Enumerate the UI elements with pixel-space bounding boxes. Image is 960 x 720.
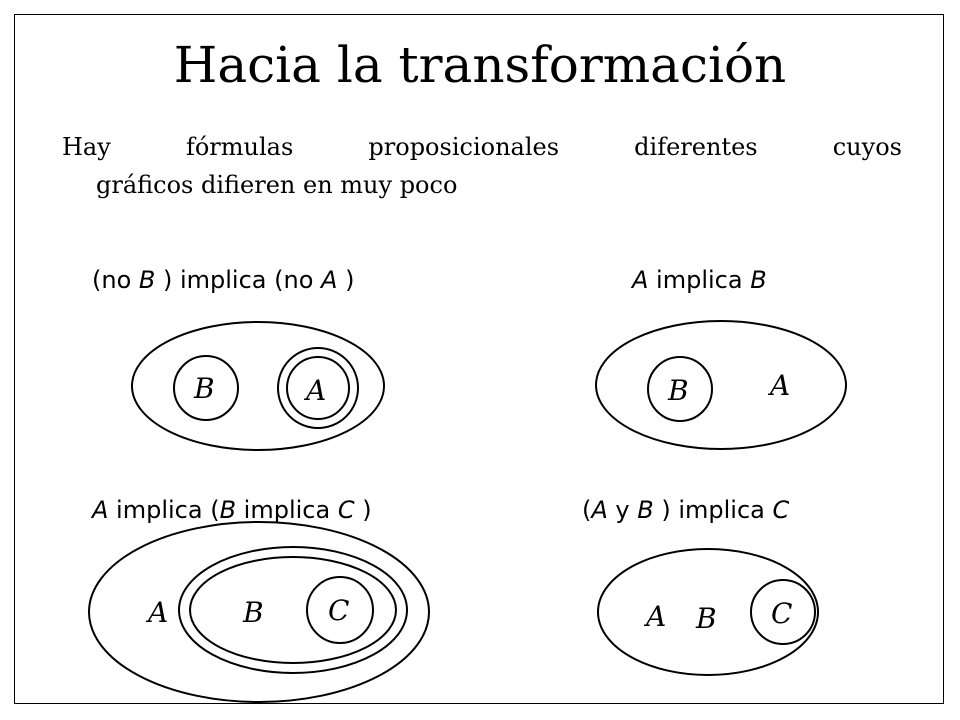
diagram-1-outer-ellipse xyxy=(131,321,385,451)
intro-word: fórmulas xyxy=(185,133,294,161)
diagram-1-circle-a-outer xyxy=(277,347,359,429)
diagram-4-label-b: B xyxy=(695,602,717,635)
diagram-3-middle-ellipse-inner xyxy=(189,556,397,664)
diagram-1-label-b: B xyxy=(193,372,215,405)
diagram-3-outer-ellipse xyxy=(88,521,430,703)
caption-diagram-3: A implica (B implica C ) xyxy=(92,496,372,524)
diagram-1-circle-a-inner xyxy=(286,356,350,420)
diagram-3-circle-c xyxy=(306,576,374,644)
diagram-2-label-b: B xyxy=(667,374,689,407)
intro-word: cuyos xyxy=(832,133,902,161)
slide-frame xyxy=(14,14,944,704)
diagram-3-label-b: B xyxy=(242,596,264,629)
diagram-3-label-a: A xyxy=(145,596,168,629)
caption-diagram-4: (A y B ) implica C xyxy=(582,496,790,524)
diagram-1-label-a: A xyxy=(303,374,326,407)
diagram-4-outer-ellipse xyxy=(597,548,819,676)
caption-diagram-1: (no B ) implica (no A ) xyxy=(92,266,355,294)
intro-paragraph: Hay fórmulas proposicionales diferentes … xyxy=(62,128,902,204)
intro-line-2: gráficos difieren en muy poco xyxy=(96,171,458,199)
intro-word: diferentes xyxy=(634,133,758,161)
diagram-2-label-a: A xyxy=(767,369,790,402)
diagram-4-label-a: A xyxy=(643,600,666,633)
caption-diagram-2: A implica B xyxy=(632,266,767,294)
slide-title: Hacia la transformación xyxy=(173,36,787,94)
diagram-3-label-c: C xyxy=(328,594,349,627)
diagram-1-circle-b xyxy=(173,355,239,421)
intro-word: proposicionales xyxy=(368,133,560,161)
intro-word: Hay xyxy=(62,133,111,161)
diagram-4-label-c: C xyxy=(771,597,792,630)
diagram-3-middle-ellipse-outer xyxy=(178,546,408,674)
diagram-2-circle-b xyxy=(647,356,713,422)
diagram-4-circle-c xyxy=(750,579,816,645)
diagram-2-outer-ellipse xyxy=(595,320,847,450)
intro-line-1: Hay fórmulas proposicionales diferentes … xyxy=(62,128,902,166)
